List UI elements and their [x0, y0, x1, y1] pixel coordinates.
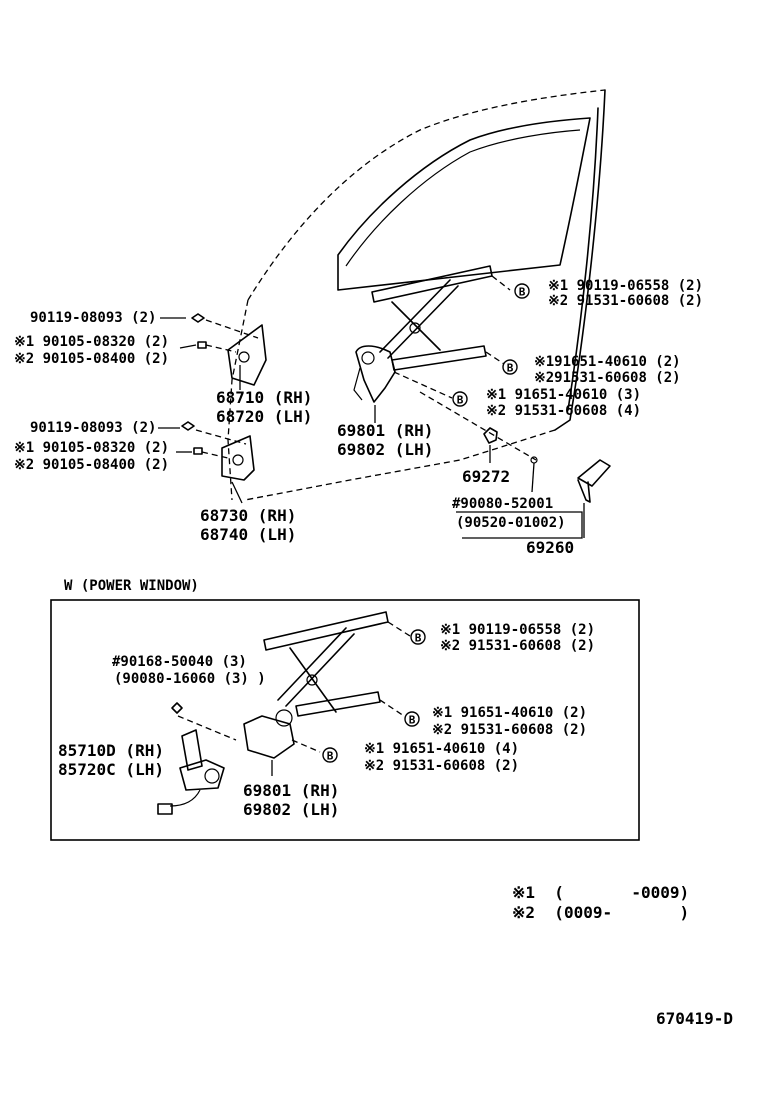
power-regulator	[177, 611, 411, 776]
bolt-symbol: B	[327, 750, 334, 763]
upper-hinge-fastener-2: ※1 90105-08320 (2)	[14, 334, 169, 350]
bolt-symbol-group: B B B	[452, 283, 530, 407]
regulator-bolt-b-1: ※191651-40610 (2)	[534, 354, 681, 370]
upper-hinge-fastener-3: ※2 90105-08400 (2)	[14, 351, 169, 367]
regulator-lh: 69802 (LH)	[337, 440, 433, 459]
regulator-bolt-c-1: ※1 91651-40610 (3)	[486, 387, 641, 403]
bolt-symbol: B	[519, 286, 526, 299]
pw-bolt-a-2: ※2 91531-60608 (2)	[440, 638, 595, 654]
door-outline	[227, 89, 606, 501]
bolt-symbol: B	[409, 714, 416, 727]
regulator-rh: 69801 (RH)	[337, 421, 433, 440]
lower-hinge-lh: 68740 (LH)	[200, 525, 296, 544]
clip-69272	[483, 427, 498, 463]
handle-bracket-line	[456, 511, 583, 539]
upper-hinge	[160, 313, 267, 390]
handle-sub-2: (90520-01002)	[456, 515, 566, 531]
lower-hinge-fastener-1: 90119-08093 (2)	[30, 420, 156, 436]
power-bolt-symbols: B B B	[322, 629, 426, 763]
regulator-bolt-b-2: ※291531-60608 (2)	[534, 370, 681, 386]
pw-bolt-a-1: ※1 90119-06558 (2)	[440, 622, 595, 638]
note-1: ※1 ( -0009)	[512, 883, 689, 902]
clip-label: 69272	[462, 467, 510, 486]
pw-screw-1: #90168-50040 (3)	[112, 654, 247, 670]
power-window-title: W (POWER WINDOW)	[64, 578, 199, 594]
handle-label: 69260	[526, 538, 574, 557]
manual-regulator	[353, 265, 537, 461]
upper-hinge-fastener-1: 90119-08093 (2)	[30, 310, 156, 326]
upper-hinge-rh: 68710 (RH)	[216, 388, 312, 407]
handle-sub-1: #90080-52001	[452, 496, 553, 512]
window-handle	[530, 456, 611, 538]
power-window-motor	[157, 729, 225, 815]
pw-bolt-c-2: ※2 91531-60608 (2)	[364, 758, 519, 774]
lower-hinge	[158, 421, 255, 504]
pw-regulator-rh: 69801 (RH)	[243, 781, 339, 800]
bolt-symbol: B	[457, 394, 464, 407]
note-2: ※2 (0009- )	[512, 903, 689, 922]
power-window-box	[50, 599, 640, 841]
pw-bolt-b-2: ※2 91531-60608 (2)	[432, 722, 587, 738]
bolt-symbol: B	[415, 632, 422, 645]
pw-bolt-b-1: ※1 91651-40610 (2)	[432, 705, 587, 721]
pw-screw-2: (90080-16060 (3) )	[114, 671, 266, 687]
regulator-bolt-a-2: ※2 91531-60608 (2)	[548, 293, 703, 309]
diagram-id: 670419-D	[656, 1009, 733, 1028]
upper-hinge-lh: 68720 (LH)	[216, 407, 312, 426]
lower-hinge-rh: 68730 (RH)	[200, 506, 296, 525]
window-glass	[337, 117, 591, 291]
pw-motor-lh: 85720C (LH)	[58, 760, 164, 779]
power-window-screw	[171, 702, 183, 714]
pw-regulator-lh: 69802 (LH)	[243, 800, 339, 819]
regulator-bolt-c-2: ※2 91531-60608 (4)	[486, 403, 641, 419]
pw-bolt-c-1: ※1 91651-40610 (4)	[364, 741, 519, 757]
lower-hinge-fastener-3: ※2 90105-08400 (2)	[14, 457, 169, 473]
lower-hinge-fastener-2: ※1 90105-08320 (2)	[14, 440, 169, 456]
bolt-symbol: B	[507, 362, 514, 375]
pw-motor-rh: 85710D (RH)	[58, 741, 164, 760]
regulator-bolt-a-1: ※1 90119-06558 (2)	[548, 278, 703, 294]
